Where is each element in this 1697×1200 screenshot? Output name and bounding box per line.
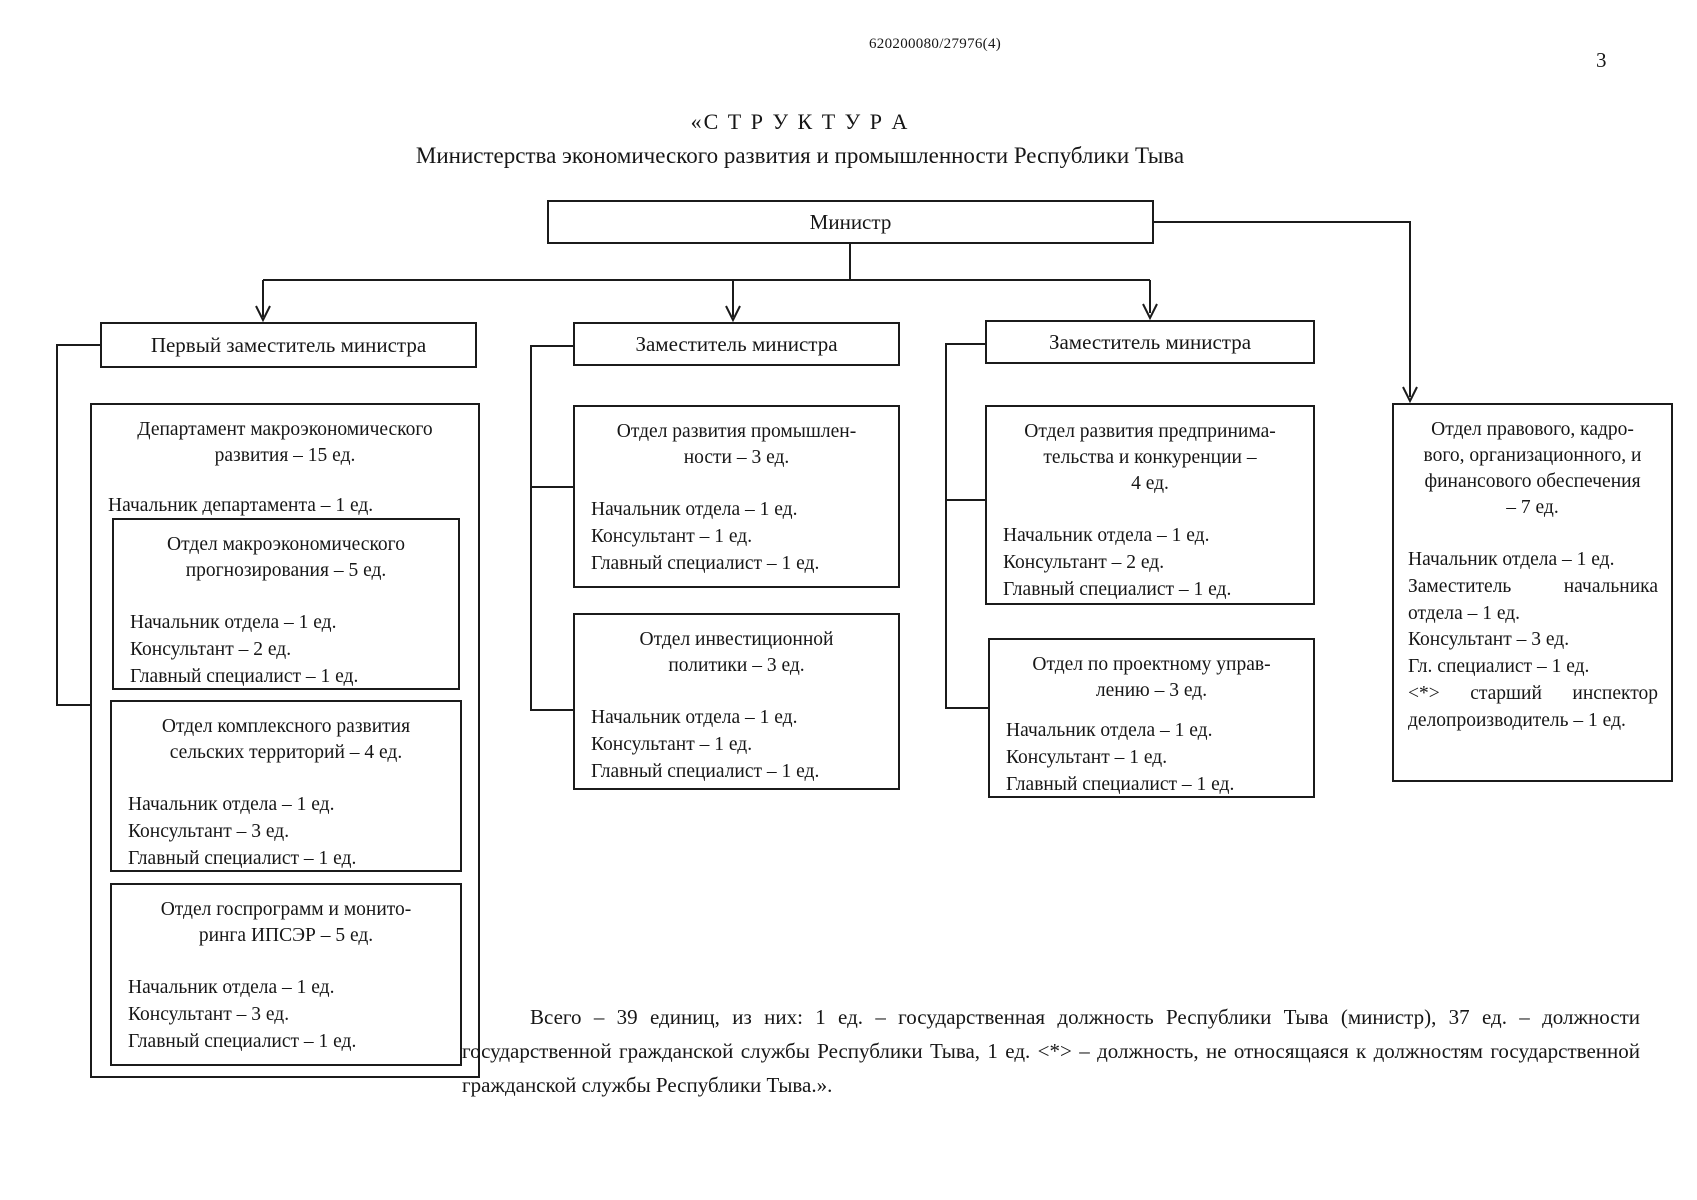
minister-to-deputies-connector [262,244,1151,317]
staff-line: Гл. специалист – 1 ед. [1408,656,1590,678]
staff-line: Заместитель начальника отдела – 1 ед. [1408,575,1658,624]
unit-box-rural-development: Отдел комплексного развития сельских тер… [110,700,462,872]
deputy-3-label: Заместитель министра [1048,329,1252,354]
staff-line: Начальник отдела – 1 ед. [1006,719,1213,741]
unit-staff: Начальник отдела – 1 ед. Консультант – 3… [112,975,460,1056]
staff-line: Главный специалист – 1 ед. [1006,773,1235,795]
arrowhead-legal-unit [1402,386,1418,404]
staff-line: Консультант – 2 ед. [1003,551,1165,573]
title-line: ринга ИПСЭР – 5 ед. [198,924,374,946]
unit-title: Отдел по проектному управ- лению – 3 ед. [990,640,1313,704]
staff-line: Главный специалист – 1 ед. [1003,578,1232,600]
minister-label: Министр [809,209,892,234]
first-deputy-box: Первый заместитель министра [100,322,477,368]
staff-line: Начальник отдела – 1 ед. [128,793,335,815]
staff-line: Консультант – 2 ед. [130,638,292,660]
unit-title: Отдел госпрограмм и монито- ринга ИПСЭР … [112,885,460,949]
title-line: Отдел макроэкономического [167,534,405,555]
deputy3-elbow-connector [945,343,988,709]
unit-box-entrepreneurship: Отдел развития предпринима- тельства и к… [985,405,1315,605]
title-line: политики – 3 ед. [668,654,805,676]
title-line: Отдел правового, кадро- [1431,419,1634,440]
staff-line: Главный специалист – 1 ед. [128,847,357,869]
unit-title: Отдел макроэкономического прогнозировани… [114,520,458,584]
chart-title-line2: Министерства экономического развития и п… [415,142,1185,168]
arrowhead-deputy-2 [725,305,741,323]
unit-staff: Начальник отдела – 1 ед. Консультант – 2… [114,610,458,691]
unit-title: Отдел правового, кадро- вого, организаци… [1394,405,1671,521]
title-line: тельства и конкуренции – [1043,446,1257,468]
title-line: вого, организационного, и [1423,444,1642,466]
staff-line: Начальник отдела – 1 ед. [1408,548,1615,570]
title-line: Отдел комплексного развития [161,716,411,737]
deputy-minister-box-3: Заместитель министра [985,320,1315,364]
unit-staff: Начальник отдела – 1 ед. Заместитель нач… [1394,547,1671,735]
staff-line: Начальник отдела – 1 ед. [130,611,337,633]
unit-box-state-programs: Отдел госпрограмм и монито- ринга ИПСЭР … [110,883,462,1066]
title-line: 4 ед. [1131,472,1169,494]
unit-title: Отдел развития предпринима- тельства и к… [987,407,1313,497]
staff-line: Главный специалист – 1 ед. [128,1030,357,1052]
unit-box-industry-development: Отдел развития промышлен- ности – 3 ед. … [573,405,900,588]
unit-box-legal-hr-finance: Отдел правового, кадро- вого, организаци… [1392,403,1673,782]
department-head: Начальник департамента – 1 ед. [92,493,478,520]
staff-line: Консультант – 3 ед. [128,820,290,842]
staff-line: Начальник отдела – 1 ед. [591,498,798,520]
staff-line: Консультант – 1 ед. [1006,746,1168,768]
unit-staff: Начальник отдела – 1 ед. Консультант – 1… [990,718,1313,799]
title-line: прогнозирования – 5 ед. [185,559,387,581]
title-line: Департамент макроэкономического [137,419,433,440]
unit-title: Отдел инвестиционной политики – 3 ед. [575,615,898,679]
first-deputy-label: Первый заместитель министра [150,332,427,357]
unit-staff: Начальник отдела – 1 ед. Консультант – 3… [112,792,460,873]
unit-title: Отдел комплексного развития сельских тер… [112,702,460,766]
staff-line: Консультант – 1 ед. [591,525,753,547]
staff-line: Консультант – 1 ед. [591,733,753,755]
staff-line: Консультант – 3 ед. [128,1003,290,1025]
staff-line: Главный специалист – 1 ед. [591,760,820,782]
staff-line: Главный специалист – 1 ед. [591,552,820,574]
chart-title-line1: «С Т Р У К Т У Р А [690,109,910,134]
title-line: лению – 3 ед. [1095,679,1208,701]
staff-line: Начальник отдела – 1 ед. [591,706,798,728]
title-line: Отдел развития промышлен- [616,421,857,442]
unit-staff: Начальник отдела – 1 ед. Консультант – 1… [575,497,898,578]
title-line: развития – 15 ед. [214,444,356,466]
title-line: сельских территорий – 4 ед. [169,741,403,763]
staff-line: Консультант – 3 ед. [1408,629,1570,651]
unit-staff: Начальник отдела – 1 ед. Консультант – 2… [987,523,1313,604]
staff-line: <*> старший инспектор делопроизводитель … [1408,683,1658,732]
chart-title: «С Т Р У К Т У Р А Министерства экономич… [300,108,1300,170]
unit-box-macro-forecasting: Отдел макроэкономического прогнозировани… [112,518,460,690]
total-staff-note: Всего – 39 единиц, из них: 1 ед. – госуд… [462,1005,1640,1098]
staff-line: Главный специалист – 1 ед. [130,665,359,687]
unit-staff: Начальник отдела – 1 ед. Консультант – 1… [575,705,898,786]
arrowhead-deputy-3 [1142,303,1158,321]
unit-box-project-management: Отдел по проектному управ- лению – 3 ед.… [988,638,1315,798]
title-line: Отдел госпрограмм и монито- [160,899,412,920]
minister-box: Министр [547,200,1154,244]
deputy-minister-box-2: Заместитель министра [573,322,900,366]
title-line: Отдел инвестиционной [639,629,834,650]
deputy2-elbow-connector [530,345,573,711]
page-number: 3 [1596,48,1607,72]
title-line: Отдел по проектному управ- [1032,654,1271,675]
doc-number: 620200080/27976(4) [869,36,1002,52]
title-line: ности – 3 ед. [683,446,790,468]
staff-line: Начальник отдела – 1 ед. [1003,524,1210,546]
arrowhead-first-deputy [255,305,271,323]
staff-line: Начальник отдела – 1 ед. [128,976,335,998]
unit-title: Отдел развития промышлен- ности – 3 ед. [575,407,898,471]
deputy-2-label: Заместитель министра [635,331,838,356]
title-line: – 7 ед. [1506,496,1559,518]
unit-box-investment-policy: Отдел инвестиционной политики – 3 ед. На… [573,613,900,790]
department-title: Департамент макроэкономического развития… [92,405,478,469]
title-line: финансового обеспечения [1424,470,1641,492]
title-line: Отдел развития предпринима- [1024,421,1276,442]
minister-to-legal-connector [1154,221,1411,397]
staff-line: Начальник департамента – 1 ед. [108,494,374,516]
